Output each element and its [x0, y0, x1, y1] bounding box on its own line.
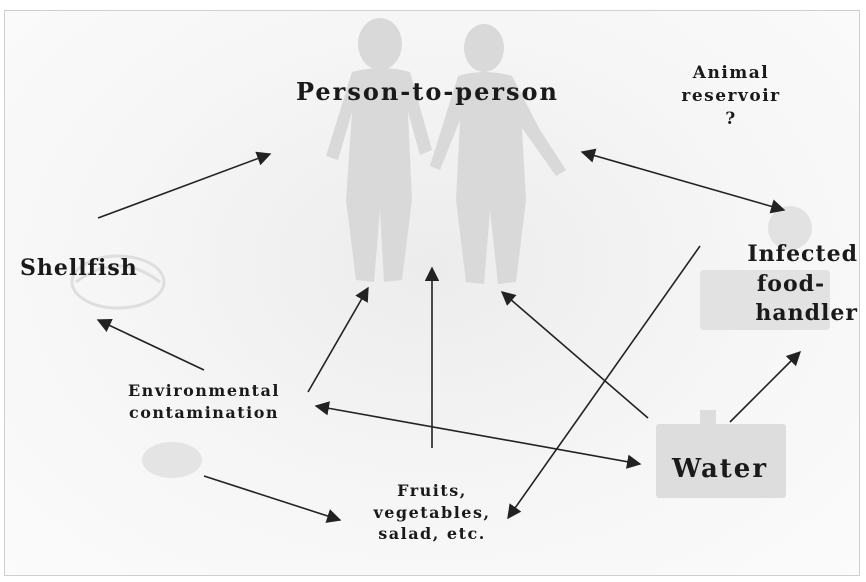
food-handler-line-3: handler — [724, 299, 858, 329]
arrow-env-to-person — [308, 288, 368, 392]
food-handler-line-1: Infected — [724, 240, 858, 270]
animal-reservoir-line-2: reservoir — [672, 85, 790, 108]
people-silhouette-icon — [326, 18, 566, 284]
animal-reservoir-line-3: ? — [672, 108, 790, 131]
arrow-env-to-fruits — [204, 476, 340, 520]
animal-reservoir-line-1: Animal — [672, 62, 790, 85]
environment-icon — [142, 442, 202, 478]
fruits-line-2: vegetables, — [356, 502, 508, 524]
node-animal-reservoir: Animal reservoir ? — [672, 62, 790, 131]
env-line-1: Environmental — [114, 380, 294, 402]
node-water: Water — [672, 452, 768, 487]
node-person-to-person: Person-to-person — [296, 76, 559, 108]
fruits-line-1: Fruits, — [356, 480, 508, 502]
node-fruits-vegetables: Fruits, vegetables, salad, etc. — [356, 480, 508, 545]
node-infected-food-handler: Infected food- handler — [724, 240, 858, 329]
arrow-shellfish-to-person — [98, 154, 270, 218]
arrow-env-water — [316, 406, 640, 464]
node-environmental-contamination: Environmental contamination — [114, 380, 294, 423]
arrow-person-animal-foodhandler — [582, 152, 784, 210]
food-handler-line-2: food- — [724, 270, 858, 300]
arrow-water-to-person — [502, 292, 648, 418]
node-shellfish: Shellfish — [20, 254, 138, 284]
arrow-water-to-foodhandler — [730, 352, 800, 422]
env-line-2: contamination — [114, 402, 294, 424]
arrow-env-to-shellfish — [98, 320, 204, 370]
fruits-line-3: salad, etc. — [356, 523, 508, 545]
